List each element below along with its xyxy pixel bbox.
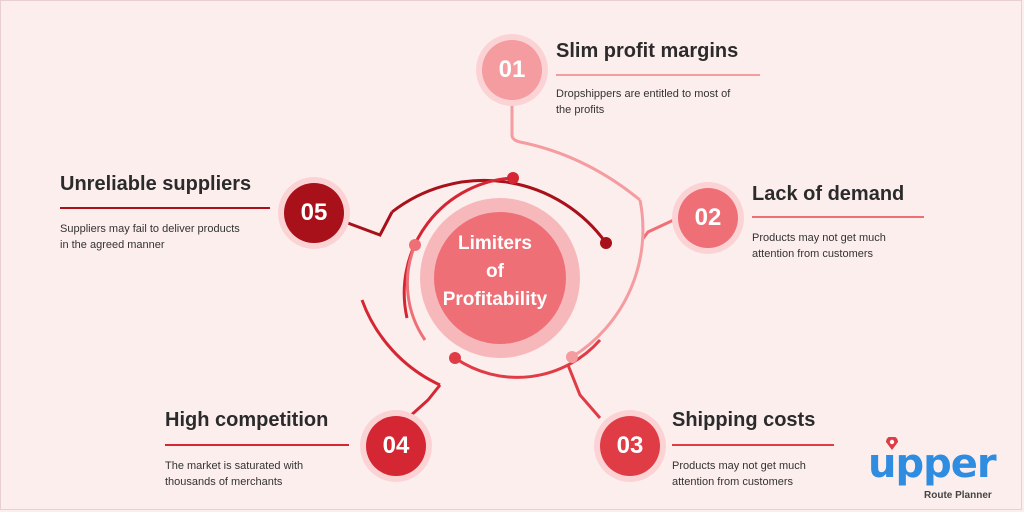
center-line-3: Profitability: [442, 289, 548, 310]
ring-dot: [409, 239, 421, 251]
desc-line: the profits: [556, 104, 605, 116]
badge-number: 03: [616, 432, 644, 459]
desc-line: Products may not get much: [752, 232, 886, 244]
desc-line: thousands of merchants: [165, 476, 283, 488]
ring-arc-inner-red: [454, 339, 602, 379]
desc-line: The market is saturated with: [165, 460, 304, 472]
ring-arc-inner-left: [405, 244, 427, 341]
desc-line: Suppliers may fail to deliver products: [60, 223, 240, 235]
item-rule-04: [165, 444, 349, 446]
ring-dot: [507, 172, 519, 184]
ring-arc-inner-dark: [402, 176, 514, 319]
item-desc-03: Products may not get much attention from…: [672, 458, 862, 490]
item-desc-01: Dropshippers are entitled to most of the…: [556, 86, 776, 118]
badge-number: 02: [694, 204, 722, 231]
desc-line: in the agreed manner: [60, 239, 165, 251]
ring-dot: [449, 352, 461, 364]
connector-04: [406, 384, 442, 420]
item-desc-04: The market is saturated with thousands o…: [165, 458, 355, 490]
badge-05: 05: [284, 183, 344, 243]
badge-number: 04: [382, 432, 410, 459]
desc-line: Dropshippers are entitled to most of: [556, 88, 731, 100]
ring-dot: [600, 237, 612, 249]
connector-05: [344, 211, 394, 237]
route-pin-icon: [886, 437, 898, 450]
ring-arc-red: [360, 299, 441, 387]
item-rule-05: [60, 207, 270, 209]
center-circle: [434, 212, 566, 344]
center-label: Limiters of Profitability: [430, 230, 560, 314]
item-title-03: Shipping costs: [672, 409, 816, 431]
center-line-2: of: [486, 261, 504, 282]
item-title-05: Unreliable suppliers: [60, 173, 252, 195]
badge-02: 02: [678, 188, 738, 248]
desc-line: Products may not get much: [672, 460, 806, 472]
center-line-1: Limiters: [458, 233, 532, 254]
connector-03: [566, 364, 602, 419]
item-desc-02: Products may not get much attention from…: [752, 230, 952, 262]
ring-dot: [566, 351, 578, 363]
badge-number: 01: [498, 56, 526, 83]
badge-03: 03: [600, 416, 660, 476]
item-title-01: Slim profit margins: [556, 40, 739, 62]
desc-line: attention from customers: [752, 248, 874, 260]
item-rule-03: [672, 444, 834, 446]
item-rule-02: [752, 216, 924, 218]
badge-01: 01: [482, 40, 542, 100]
badge-number: 05: [300, 199, 328, 226]
ring-arc-outer-dark: [391, 178, 608, 244]
badge-04: 04: [366, 416, 426, 476]
item-desc-05: Suppliers may fail to deliver products i…: [60, 221, 280, 253]
connector-01: [510, 102, 641, 202]
logo-wordmark: upper: [868, 441, 997, 487]
item-rule-01: [556, 74, 760, 76]
item-title-02: Lack of demand: [752, 183, 905, 205]
desc-line: attention from customers: [672, 476, 794, 488]
logo-subtitle: Route Planner: [924, 490, 992, 501]
upper-logo: upper Route Planner: [868, 437, 1008, 501]
item-title-04: High competition: [165, 409, 329, 431]
ring-arc-pink: [571, 199, 645, 359]
